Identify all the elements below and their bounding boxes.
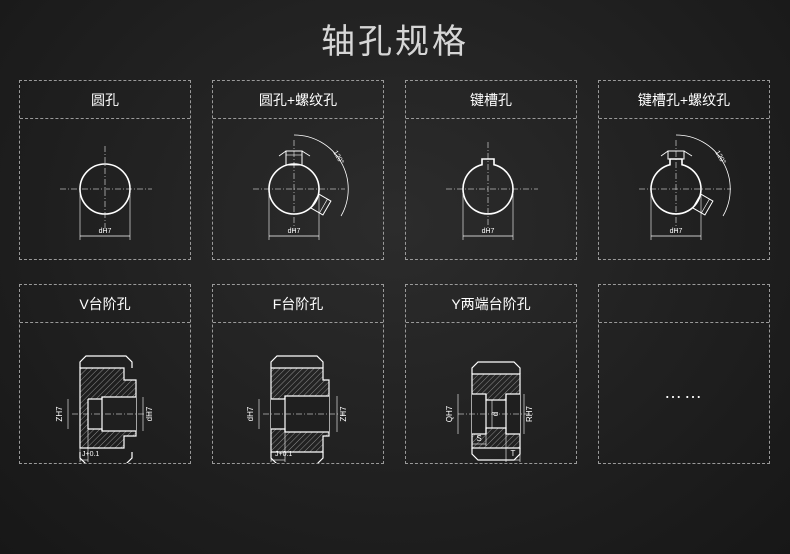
right-dim-label: RH7	[525, 405, 534, 422]
left-dim-label: ZH7	[55, 406, 64, 422]
card-more: ……	[598, 284, 770, 464]
f-stepped-hole-diagram: dH7 ZH7 J+0.1	[246, 355, 348, 463]
card-round-threaded-hole: 圆孔+螺纹孔 120° dH7	[212, 80, 384, 260]
left-dim-label: QH7	[445, 405, 454, 422]
bottom-dim-label: J+0.1	[82, 451, 99, 458]
card-keyway-hole: 键槽孔 dH7	[405, 80, 577, 260]
card-title: Y两端台阶孔	[406, 285, 576, 323]
angle-label: 120°	[713, 149, 727, 166]
card-title: F台阶孔	[213, 285, 383, 323]
card-title: V台阶孔	[20, 285, 190, 323]
card-title: 键槽孔	[406, 81, 576, 119]
card-keyway-threaded-hole: 键槽孔+螺纹孔 120° dH7	[598, 80, 770, 260]
card-title: 圆孔+螺纹孔	[213, 81, 383, 119]
page-title: 轴孔规格	[321, 23, 469, 61]
t-dim-label: T	[511, 449, 516, 458]
y-double-stepped-hole-diagram: QH7 d RH7 S T	[445, 361, 534, 462]
card-title: 键槽孔+螺纹孔	[599, 81, 769, 119]
card-title: 圆孔	[20, 81, 190, 119]
bottom-dim-label: J+0.1	[275, 451, 292, 458]
left-dim-label: dH7	[246, 406, 255, 421]
card-v-stepped-hole: V台阶孔 ZH7 dH7 J+0.1	[19, 284, 191, 464]
right-dim-label: dH7	[145, 406, 154, 421]
mid-dim-label: d	[491, 412, 500, 416]
card-y-double-stepped-hole: Y两端台阶孔 QH7 d RH7 S T	[405, 284, 577, 464]
keyway-threaded-hole-diagram: 120° dH7	[639, 134, 731, 240]
card-f-stepped-hole: F台阶孔 dH7 ZH7 J+0.1	[212, 284, 384, 464]
ellipsis-text: ……	[664, 382, 704, 402]
dim-label: dH7	[288, 228, 301, 235]
card-round-hole: 圆孔 dH7	[19, 80, 191, 260]
card-title	[599, 285, 769, 323]
dim-label: dH7	[670, 228, 683, 235]
round-hole-diagram: dH7	[60, 146, 152, 240]
keyway-hole-diagram: dH7	[446, 142, 538, 240]
dim-label: dH7	[482, 228, 495, 235]
right-dim-label: ZH7	[339, 406, 348, 422]
angle-label: 120°	[331, 149, 345, 166]
s-dim-label: S	[476, 434, 481, 443]
v-stepped-hole-diagram: ZH7 dH7 J+0.1	[55, 355, 154, 463]
dim-label: dH7	[99, 228, 112, 235]
round-threaded-hole-diagram: 120° dH7	[253, 134, 349, 240]
